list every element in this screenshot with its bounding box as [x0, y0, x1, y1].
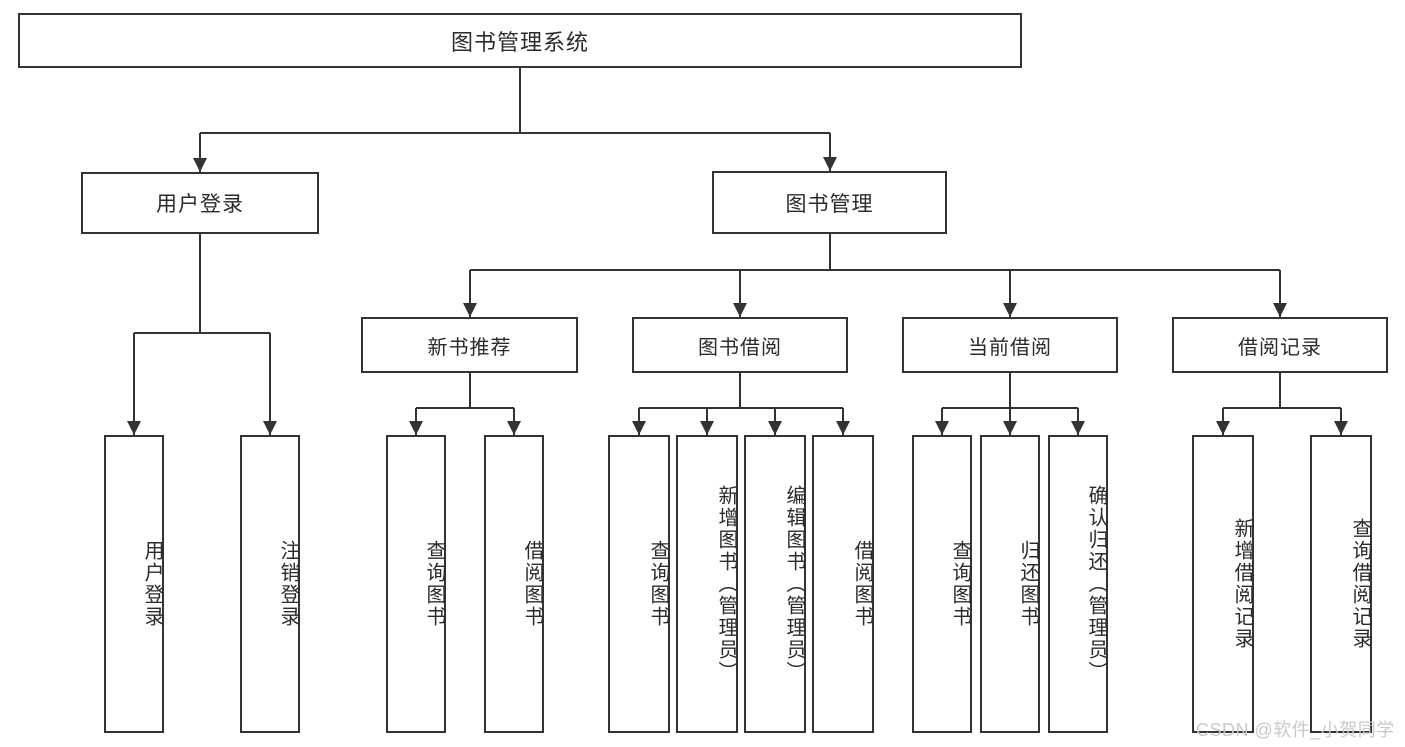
node-label: 查询图书 [423, 540, 445, 628]
node-label: 借阅记录 [1238, 336, 1322, 359]
node-label: 用户登录 [156, 193, 244, 216]
node-label: 新增图书（管理员） [715, 485, 737, 683]
node-leaf-10[interactable]: 确认归还（管理员） [1048, 435, 1108, 733]
node-label: 借阅图书 [851, 540, 873, 628]
node-label: 新书推荐 [427, 336, 512, 359]
connector-book-mgmt-bus [469, 269, 1280, 271]
connector-图书借阅-stem [739, 373, 741, 408]
node-leaf-9[interactable]: 归还图书 [980, 435, 1040, 733]
arrow-head-icon [1071, 421, 1085, 435]
node-label: 确认归还（管理员） [1085, 485, 1107, 683]
arrow-head-icon [632, 421, 646, 435]
arrow-head-icon [733, 303, 747, 317]
arrow-head-icon [935, 421, 949, 435]
arrow-head-icon [462, 303, 477, 317]
node-level1-0[interactable]: 用户登录 [81, 172, 319, 234]
connector-to-图书借阅 [739, 270, 741, 317]
node-label: 用户登录 [141, 540, 163, 628]
node-label: 查询图书 [647, 540, 669, 628]
arrow-head-icon [822, 157, 837, 171]
connector-用户登录-stem [199, 234, 201, 333]
node-leaf-5[interactable]: 新增图书（管理员） [676, 435, 738, 733]
connector-新书推荐-bus [416, 407, 514, 409]
node-label: 新增借阅记录 [1231, 518, 1253, 650]
node-label: 查询借阅记录 [1349, 518, 1371, 650]
node-leaf-12[interactable]: 查询借阅记录 [1310, 435, 1372, 733]
arrow-head-icon [1273, 303, 1287, 317]
connector-to-leaf [269, 333, 271, 435]
node-leaf-2[interactable]: 查询图书 [386, 435, 446, 733]
node-level2-0[interactable]: 新书推荐 [361, 317, 578, 373]
arrow-head-icon [1216, 421, 1230, 435]
node-label: 编辑图书（管理员） [783, 485, 805, 683]
node-label: 图书借阅 [698, 336, 782, 359]
arrow-head-icon [1003, 303, 1017, 317]
node-level2-1[interactable]: 图书借阅 [632, 317, 848, 373]
node-label: 当前借阅 [968, 336, 1052, 359]
connector-借阅记录-bus [1223, 407, 1341, 409]
connector-to-新书推荐 [468, 270, 471, 317]
arrow-head-icon [193, 158, 207, 172]
arrow-head-icon [507, 421, 521, 435]
connector-新书推荐-stem [468, 373, 471, 408]
arrow-head-icon [1003, 421, 1017, 435]
arrow-head-icon [836, 421, 850, 435]
node-leaf-3[interactable]: 借阅图书 [484, 435, 544, 733]
node-leaf-11[interactable]: 新增借阅记录 [1192, 435, 1254, 733]
node-label: 图书管理系统 [450, 29, 589, 55]
node-leaf-6[interactable]: 编辑图书（管理员） [744, 435, 806, 733]
watermark: CSDN @软件_小贺同学 [1196, 720, 1395, 740]
connector-book-mgmt-stem [828, 234, 831, 270]
node-label: 注销登录 [277, 540, 299, 628]
node-leaf-1[interactable]: 注销登录 [240, 435, 300, 733]
arrow-head-icon [768, 421, 782, 435]
connector-当前借阅-stem [1009, 373, 1011, 408]
connector-to-图书管理 [828, 133, 831, 171]
connector-to-leaf [133, 333, 135, 435]
arrow-head-icon [409, 421, 423, 435]
connector-to-当前借阅 [1009, 270, 1011, 317]
connector-借阅记录-stem [1279, 373, 1281, 408]
node-label: 归还图书 [1017, 540, 1039, 628]
arrow-head-icon [700, 421, 714, 435]
node-level2-3[interactable]: 借阅记录 [1172, 317, 1388, 373]
node-leaf-0[interactable]: 用户登录 [104, 435, 164, 733]
node-label: 查询图书 [949, 540, 971, 628]
node-leaf-7[interactable]: 借阅图书 [812, 435, 874, 733]
connector-图书借阅-bus [639, 407, 843, 409]
arrow-head-icon [127, 421, 141, 435]
connector-to-用户登录 [199, 133, 201, 172]
arrow-head-icon [1334, 421, 1348, 435]
node-leaf-8[interactable]: 查询图书 [912, 435, 972, 733]
node-label: 借阅图书 [521, 540, 543, 628]
connector-用户登录-bus [134, 332, 270, 334]
node-root-system[interactable]: 图书管理系统 [18, 13, 1022, 68]
node-leaf-4[interactable]: 查询图书 [608, 435, 670, 733]
connector-root-bus [200, 132, 830, 134]
arrow-head-icon [263, 421, 277, 435]
connector-root-stem [519, 68, 521, 133]
connector-to-借阅记录 [1279, 270, 1281, 317]
node-level1-1[interactable]: 图书管理 [712, 171, 947, 234]
node-level2-2[interactable]: 当前借阅 [902, 317, 1118, 373]
node-label: 图书管理 [785, 192, 874, 216]
